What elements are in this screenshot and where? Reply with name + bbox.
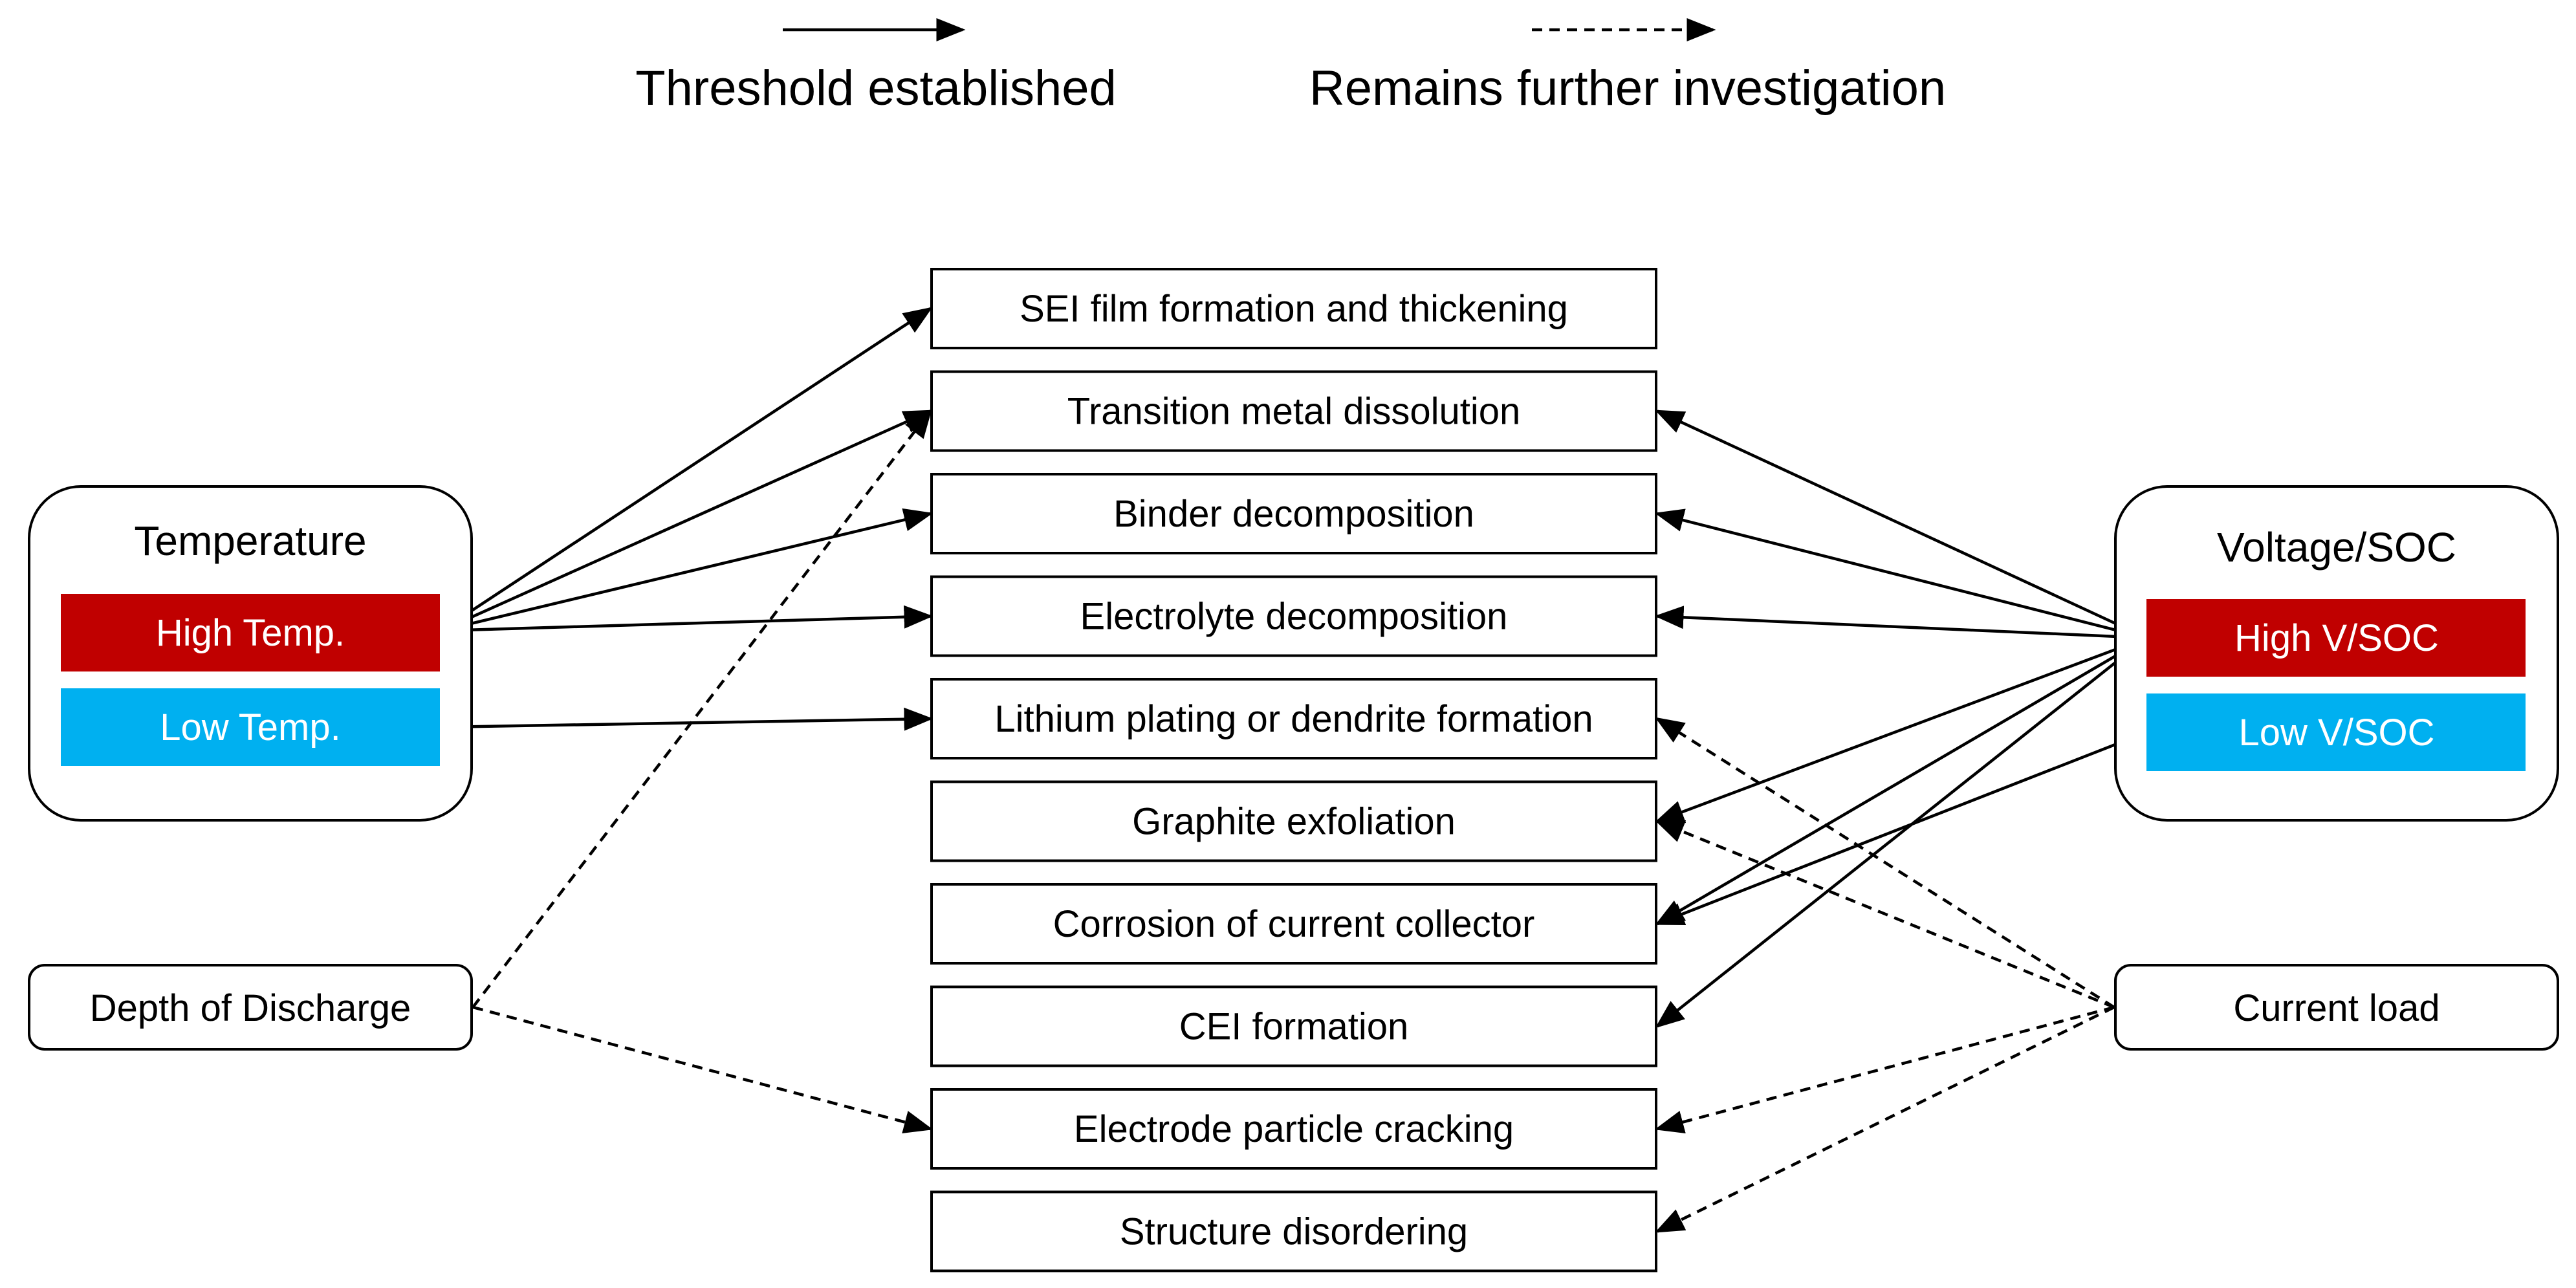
mechanism-box bbox=[930, 1190, 1657, 1272]
edge-high-temp-to-binder-decomposition bbox=[441, 508, 933, 633]
mechanism-electrode-particle-cracking: Electrode particle cracking bbox=[930, 1088, 1657, 1170]
mechanism-cei-formation: CEI formation bbox=[930, 985, 1657, 1067]
edge-high-temp-to-electrolyte-decomposition bbox=[441, 605, 933, 633]
mechanism-box bbox=[930, 473, 1657, 554]
mechanism-label: Electrode particle cracking bbox=[1074, 1108, 1514, 1150]
edge-current-to-electrode-particle-cracking bbox=[1654, 1005, 2115, 1133]
current-load-factor: Current load bbox=[2114, 964, 2559, 1051]
edge-current-to-graphite-exfoliation bbox=[1654, 820, 2115, 1009]
mechanism-label: Lithium plating or dendrite formation bbox=[994, 698, 1593, 740]
temperature-title: Temperature bbox=[134, 518, 366, 564]
mechanisms-column: SEI film formation and thickeningTransit… bbox=[930, 268, 1657, 1272]
mechanism-label: SEI film formation and thickening bbox=[1020, 288, 1568, 330]
edge-high-temp-to-sei-film-formation-and-thickening bbox=[440, 307, 933, 632]
mechanism-box bbox=[930, 370, 1657, 452]
current-load-box bbox=[2114, 964, 2559, 1051]
mechanism-label: Graphite exfoliation bbox=[1132, 801, 1456, 843]
legend-solid-label: Threshold established bbox=[635, 61, 1117, 116]
low-temp-tag bbox=[61, 688, 440, 766]
mechanism-transition-metal-dissolution: Transition metal dissolution bbox=[930, 370, 1657, 452]
edge-high-temp-to-transition-metal-dissolution bbox=[441, 409, 933, 633]
voltage-soc-factor: Voltage/SOC High V/SOC Low V/SOC bbox=[2114, 485, 2559, 822]
low-v-soc-tag bbox=[2146, 693, 2526, 771]
low-temp-label: Low Temp. bbox=[160, 706, 340, 748]
mechanism-electrolyte-decomposition: Electrolyte decomposition bbox=[930, 575, 1657, 657]
high-v-soc-label: High V/SOC bbox=[2234, 617, 2439, 659]
legend: Threshold established Remains further in… bbox=[635, 18, 1946, 116]
current-load-label: Current load bbox=[2233, 987, 2440, 1029]
low-v-soc-label: Low V/SOC bbox=[2239, 712, 2435, 754]
mechanism-lithium-plating-or-dendrite-formation: Lithium plating or dendrite formation bbox=[930, 678, 1657, 759]
edge-dod-to-electrode-particle-cracking bbox=[472, 1005, 933, 1133]
edge-high-v-to-graphite-exfoliation bbox=[1654, 636, 2147, 824]
edge-high-v-to-electrolyte-decomposition bbox=[1654, 606, 2147, 640]
mechanism-corrosion-of-current-collector: Corrosion of current collector bbox=[930, 883, 1657, 965]
mechanism-label: Structure disordering bbox=[1120, 1211, 1468, 1253]
edge-current-to-lithium-plating-or-dendrite-formation bbox=[1655, 717, 2115, 1009]
mechanism-box bbox=[930, 678, 1657, 759]
temperature-factor: Temperature High Temp. Low Temp. bbox=[28, 485, 473, 822]
mechanism-label: CEI formation bbox=[1179, 1006, 1409, 1048]
voltage-soc-title: Voltage/SOC bbox=[2217, 524, 2456, 571]
mechanism-label: Corrosion of current collector bbox=[1053, 903, 1535, 945]
mechanism-label: Electrolyte decomposition bbox=[1080, 596, 1508, 638]
mechanism-label: Transition metal dissolution bbox=[1067, 391, 1521, 433]
edge-low-v-to-corrosion-of-current-collector bbox=[1654, 730, 2147, 926]
mechanism-box bbox=[930, 883, 1657, 965]
mechanism-box bbox=[930, 1088, 1657, 1170]
high-temp-label: High Temp. bbox=[156, 612, 345, 654]
depth-of-discharge-label: Depth of Discharge bbox=[90, 987, 411, 1029]
edge-dod-to-transition-metal-dissolution bbox=[472, 408, 932, 1009]
edge-current-to-structure-disordering bbox=[1654, 1005, 2115, 1233]
mechanism-box bbox=[930, 780, 1657, 862]
mechanism-structure-disordering: Structure disordering bbox=[930, 1190, 1657, 1272]
edges-layer bbox=[440, 307, 2148, 1233]
mechanism-box bbox=[930, 575, 1657, 657]
mechanism-graphite-exfoliation: Graphite exfoliation bbox=[930, 780, 1657, 862]
legend-dashed-label: Remains further investigation bbox=[1309, 61, 1946, 116]
depth-of-discharge-box bbox=[28, 964, 473, 1051]
edge-high-v-to-binder-decomposition bbox=[1654, 508, 2147, 640]
mechanism-label: Binder decomposition bbox=[1113, 493, 1474, 535]
mechanism-box bbox=[930, 268, 1657, 349]
edge-high-v-to-corrosion-of-current-collector bbox=[1655, 637, 2148, 926]
edge-low-temp-to-lithium-plating-or-dendrite-formation bbox=[441, 707, 933, 731]
depth-of-discharge-factor: Depth of Discharge bbox=[28, 964, 473, 1051]
mechanism-sei-film-formation-and-thickening: SEI film formation and thickening bbox=[930, 268, 1657, 349]
edge-high-v-to-cei-formation bbox=[1655, 637, 2148, 1029]
mechanism-box bbox=[930, 985, 1657, 1067]
edge-high-v-to-transition-metal-dissolution bbox=[1654, 409, 2147, 640]
mechanism-binder-decomposition: Binder decomposition bbox=[930, 473, 1657, 554]
high-temp-tag bbox=[61, 594, 440, 671]
high-v-soc-tag bbox=[2146, 599, 2526, 677]
